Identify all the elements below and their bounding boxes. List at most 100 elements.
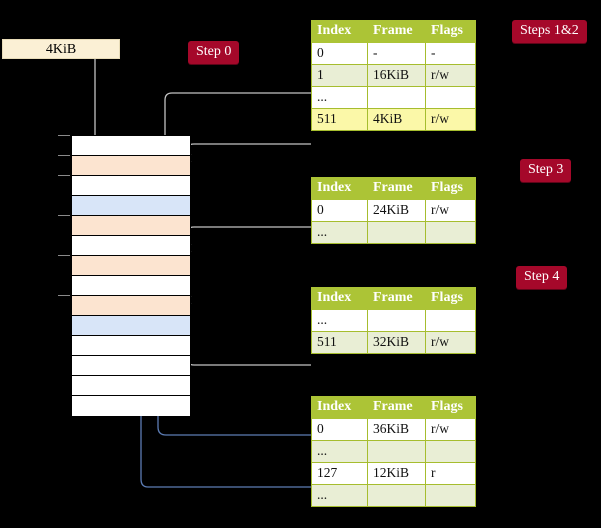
cell-flags: r/w: [425, 108, 476, 131]
column-header-flags: Flags: [425, 20, 476, 43]
memory-cell-5: [72, 236, 190, 256]
cell-flags: r/w: [425, 199, 476, 222]
table-row: ...: [311, 440, 476, 463]
cell-flags: [425, 440, 476, 463]
memory-cell-10: [72, 336, 190, 356]
page-table-level-1: Index Frame Flags 0 24KiB r/w ...: [311, 177, 476, 244]
column-header-index: Index: [311, 177, 368, 200]
memory-cell-7: [72, 276, 190, 296]
memory-cell-2: [72, 176, 190, 196]
cell-frame: 16KiB: [367, 64, 426, 87]
step-badge-label: Steps 1&2: [520, 23, 579, 38]
table-row: 0 - -: [311, 42, 476, 65]
page-table-level-3: Index Frame Flags 0 36KiB r/w ... 127 12…: [311, 396, 476, 507]
step-badge-label: Step 3: [528, 162, 564, 177]
cell-index: 511: [311, 108, 368, 131]
step-badge-step-4: Step 4: [516, 266, 568, 289]
cell-flags: r/w: [425, 418, 476, 441]
cell-flags: r/w: [425, 64, 476, 87]
memory-cell-13: [72, 396, 190, 416]
cell-frame: [367, 484, 426, 507]
table-header-row: Index Frame Flags: [311, 177, 476, 200]
physical-memory-column: [71, 135, 191, 416]
cell-frame: 24KiB: [367, 199, 426, 222]
memory-cell-tick-1: [58, 155, 70, 156]
memory-cell-4: [72, 216, 190, 236]
cell-index: ...: [311, 440, 368, 463]
cell-index: 127: [311, 462, 368, 485]
cell-frame: [367, 86, 426, 109]
cell-index: 0: [311, 199, 368, 222]
page-table-level-2: Index Frame Flags ... 511 32KiB r/w: [311, 287, 476, 354]
memory-cell-3: [72, 196, 190, 216]
cell-frame: -: [367, 42, 426, 65]
step-badge-label: Step 0: [196, 44, 232, 59]
cell-index: ...: [311, 86, 368, 109]
column-header-frame: Frame: [367, 20, 426, 43]
cell-flags: [425, 221, 476, 244]
cell-frame: [367, 221, 426, 244]
table-row-highlighted: 511 4KiB r/w: [311, 108, 476, 131]
column-header-frame: Frame: [367, 287, 426, 310]
cell-index: ...: [311, 309, 368, 332]
cell-index: ...: [311, 221, 368, 244]
table-row: 0 24KiB r/w: [311, 199, 476, 222]
cell-index: 511: [311, 331, 368, 354]
table-header-row: Index Frame Flags: [311, 287, 476, 310]
cell-index: 0: [311, 418, 368, 441]
cell-frame: 32KiB: [367, 331, 426, 354]
table-row: 127 12KiB r: [311, 462, 476, 485]
wire-step4: [185, 296, 311, 366]
column-header-index: Index: [311, 20, 368, 43]
table-row: 511 32KiB r/w: [311, 331, 476, 354]
table-row: 0 36KiB r/w: [311, 418, 476, 441]
cell-flags: [425, 86, 476, 109]
column-header-index: Index: [311, 396, 368, 419]
memory-cell-8: [72, 296, 190, 316]
memory-cell-12: [72, 376, 190, 396]
step-badge-label: Step 4: [524, 269, 560, 284]
memory-cell-0: [72, 136, 190, 156]
column-header-frame: Frame: [367, 396, 426, 419]
memory-cell-tick-8: [58, 295, 70, 296]
table-row: ...: [311, 309, 476, 332]
column-header-flags: Flags: [425, 177, 476, 200]
cell-frame: 12KiB: [367, 462, 426, 485]
memory-cell-11: [72, 356, 190, 376]
table-row: 1 16KiB r/w: [311, 64, 476, 87]
step-badge-steps-1and2: Steps 1&2: [512, 20, 587, 43]
source-frame-label: 4KiB: [45, 42, 77, 57]
cell-frame: [367, 309, 426, 332]
cell-index: ...: [311, 484, 368, 507]
step-badge-step-3: Step 3: [520, 159, 572, 182]
memory-cell-tick-0: [58, 135, 70, 136]
source-frame-box: 4KiB: [2, 39, 120, 59]
cell-frame: [367, 440, 426, 463]
column-header-frame: Frame: [367, 177, 426, 200]
cell-flags: [425, 484, 476, 507]
memory-cell-6: [72, 256, 190, 276]
cell-index: 1: [311, 64, 368, 87]
cell-frame: 36KiB: [367, 418, 426, 441]
table-header-row: Index Frame Flags: [311, 20, 476, 43]
memory-cell-tick-2: [58, 175, 70, 176]
cell-index: 0: [311, 42, 368, 65]
memory-cell-1: [72, 156, 190, 176]
wire-step3: [185, 226, 311, 252]
table-row: ...: [311, 221, 476, 244]
column-header-flags: Flags: [425, 396, 476, 419]
memory-cell-9: [72, 316, 190, 336]
cell-flags: [425, 309, 476, 332]
cell-flags: -: [425, 42, 476, 65]
page-table-level-0: Index Frame Flags 0 - - 1 16KiB r/w ...: [311, 20, 476, 131]
memory-cell-tick-6: [58, 255, 70, 256]
cell-flags: r: [425, 462, 476, 485]
table-header-row: Index Frame Flags: [311, 396, 476, 419]
cell-flags: r/w: [425, 331, 476, 354]
memory-cell-tick-4: [58, 215, 70, 216]
table-row: ...: [311, 86, 476, 109]
column-header-index: Index: [311, 287, 368, 310]
cell-frame: 4KiB: [367, 108, 426, 131]
step-badge-step-0: Step 0: [188, 41, 240, 64]
